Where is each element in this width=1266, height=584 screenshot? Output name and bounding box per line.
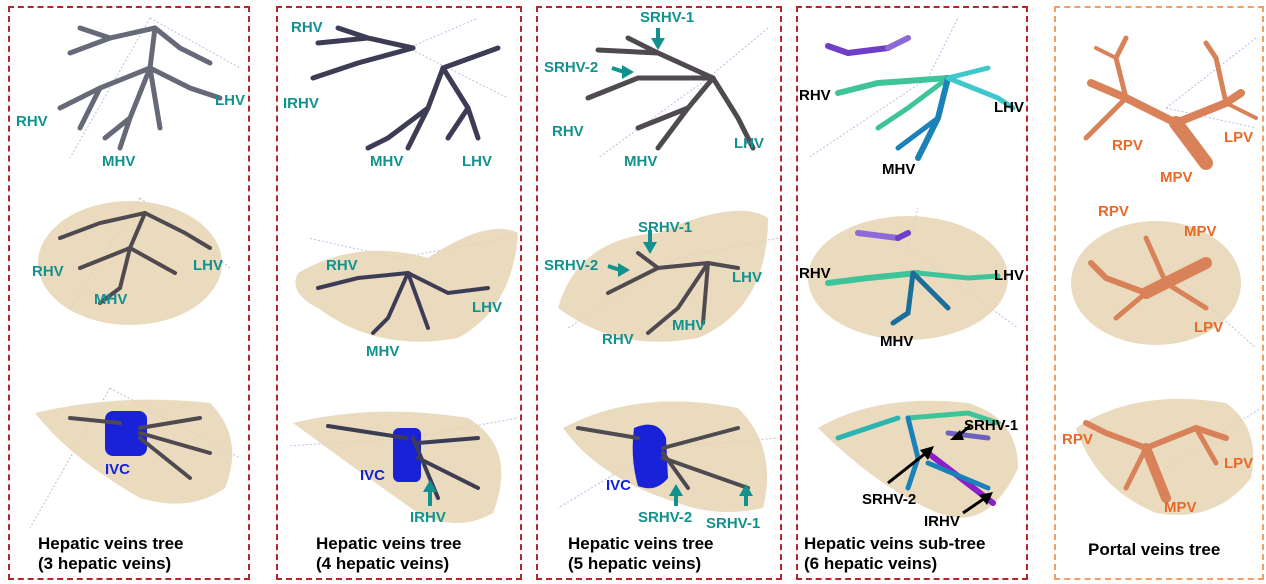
label-mhv: MHV (102, 154, 135, 169)
panel-6-hepatic-veins: RHV LHV MHV RHV LHV MHV SRHV-1 SRHV-2 IR… (796, 6, 1028, 580)
label-mhv: MHV (882, 162, 915, 177)
label-lhv: LHV (994, 100, 1024, 115)
label-mhv: MHV (94, 292, 127, 307)
panel-caption: Hepatic veins tree(5 hepatic veins) (568, 534, 714, 574)
panel-caption: Hepatic veins tree(4 hepatic veins) (316, 534, 462, 574)
label-rpv: RPV (1112, 138, 1143, 153)
label-srhv-1: SRHV-1 (706, 516, 760, 531)
panel-portal-veins: RPV LPV MPV RPV MPV LPV RPV LPV MPV Port… (1054, 6, 1264, 580)
label-srhv-1: SRHV-1 (640, 10, 694, 25)
label-srhv-1: SRHV-1 (638, 220, 692, 235)
panel-3-renderings (538, 8, 784, 582)
label-lhv: LHV (732, 270, 762, 285)
label-srhv-1: SRHV-1 (964, 418, 1018, 433)
panel-4-hepatic-veins: RHV IRHV MHV LHV RHV LHV MHV IVC IRHV He… (276, 6, 522, 580)
label-rpv: RPV (1098, 204, 1129, 219)
label-irhv: IRHV (283, 96, 319, 111)
label-rhv: RHV (16, 114, 48, 129)
label-lpv: LPV (1224, 130, 1253, 145)
label-mhv: MHV (366, 344, 399, 359)
label-mhv: MHV (624, 154, 657, 169)
panel-3-hepatic-veins: RHV LHV MHV RHV LHV MHV IVC Hepatic vein… (8, 6, 250, 580)
label-mpv: MPV (1184, 224, 1217, 239)
label-rhv: RHV (32, 264, 64, 279)
label-ivc: IVC (105, 462, 130, 477)
label-rhv: RHV (602, 332, 634, 347)
arrow-srhv-2 (612, 65, 634, 79)
hepatic-vein-tree-1 (60, 28, 220, 148)
hepatic-vein-tree-3 (588, 38, 753, 148)
label-mhv: MHV (880, 334, 913, 349)
label-srhv-2: SRHV-2 (638, 510, 692, 525)
label-mhv: MHV (370, 154, 403, 169)
label-ivc: IVC (606, 478, 631, 493)
label-rpv: RPV (1062, 432, 1093, 447)
label-rhv: RHV (291, 20, 323, 35)
label-mpv: MPV (1160, 170, 1193, 185)
label-irhv: IRHV (924, 514, 960, 529)
label-lhv: LHV (994, 268, 1024, 283)
label-lhv: LHV (215, 93, 245, 108)
label-mhv: MHV (672, 318, 705, 333)
label-lpv: LPV (1194, 320, 1223, 335)
panel-caption: Portal veins tree (1088, 540, 1220, 560)
arrow-srhv-1 (651, 28, 665, 50)
label-lhv: LHV (462, 154, 492, 169)
label-lpv: LPV (1224, 456, 1253, 471)
label-rhv: RHV (799, 88, 831, 103)
label-ivc: IVC (360, 468, 385, 483)
label-rhv: RHV (552, 124, 584, 139)
label-lhv: LHV (193, 258, 223, 273)
label-srhv-2: SRHV-2 (862, 492, 916, 507)
hepatic-vein-subtree (828, 38, 1013, 158)
label-srhv-2: SRHV-2 (544, 258, 598, 273)
label-irhv: IRHV (410, 510, 446, 525)
label-srhv-2: SRHV-2 (544, 60, 598, 75)
hepatic-vein-tree-2 (313, 28, 498, 148)
panel-5-hepatic-veins: SRHV-1 SRHV-2 RHV MHV LHV SRHV-1 SRHV-2 … (536, 6, 782, 580)
label-lhv: LHV (472, 300, 502, 315)
label-lhv: LHV (734, 136, 764, 151)
panel-5-renderings (1056, 8, 1266, 582)
label-rhv: RHV (799, 266, 831, 281)
panel-caption: Hepatic veins sub-tree(6 hepatic veins) (804, 534, 985, 574)
label-rhv: RHV (326, 258, 358, 273)
label-mpv: MPV (1164, 500, 1197, 515)
panel-caption: Hepatic veins tree(3 hepatic veins) (38, 534, 184, 574)
